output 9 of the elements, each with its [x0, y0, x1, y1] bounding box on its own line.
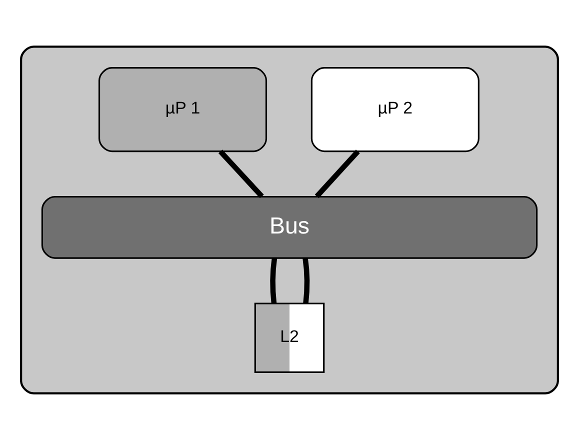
node-box: Bus [41, 195, 538, 258]
node-box: µP 2 [310, 66, 480, 152]
connector [270, 257, 278, 304]
connector [314, 149, 360, 198]
cluster [20, 45, 559, 394]
connector [302, 257, 310, 304]
node-box: µP 1 [98, 66, 268, 152]
connector [218, 149, 264, 198]
node-box: L2 [254, 302, 325, 372]
